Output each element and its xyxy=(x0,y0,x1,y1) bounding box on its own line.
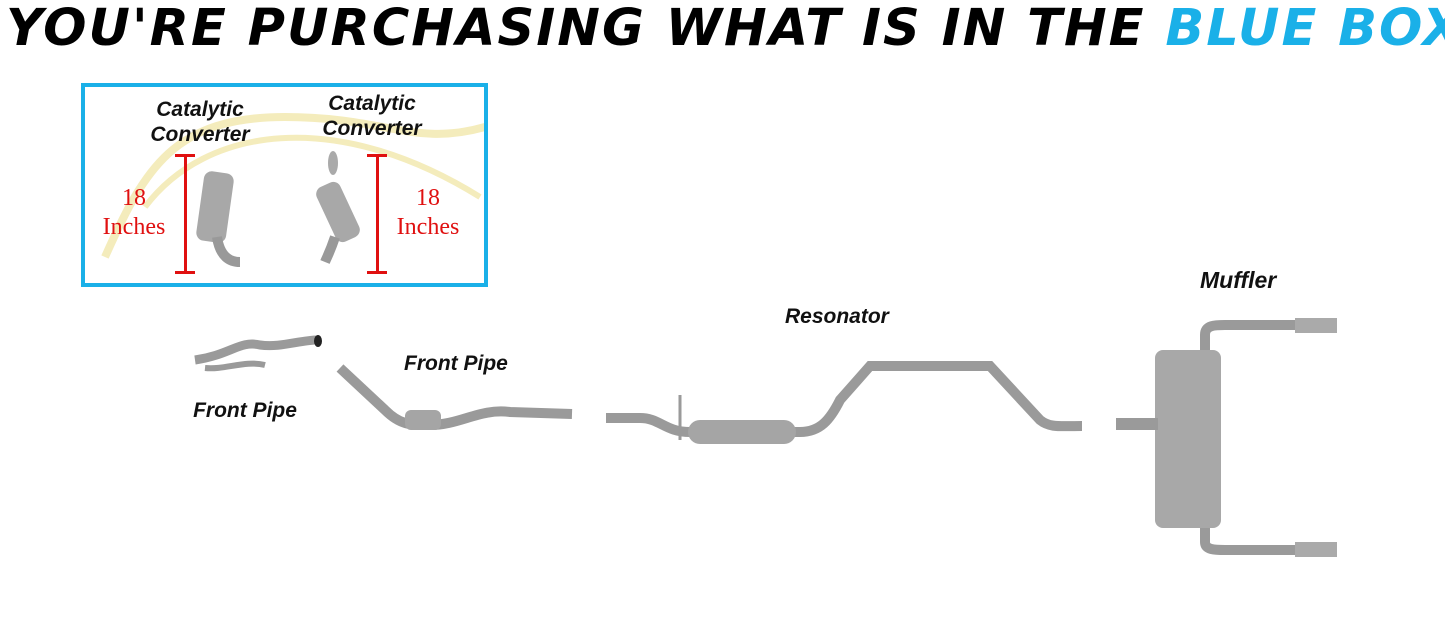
left-converter-label: Catalytic Converter xyxy=(150,98,250,146)
front-pipe-label: Front Pipe xyxy=(404,352,508,375)
catalytic-converters-art xyxy=(101,112,487,274)
muffler-label: Muffler xyxy=(1200,267,1277,293)
right-size-number: 18 xyxy=(416,185,440,211)
left-size-unit: Inches xyxy=(102,214,166,240)
purchase-highlight-box: Catalytic Converter Catalytic Converter … xyxy=(81,83,488,287)
resonator-icon xyxy=(606,361,1083,444)
right-size-unit: Inches xyxy=(396,214,460,240)
left-converter-icon xyxy=(196,171,241,267)
left-size-number: 18 xyxy=(122,185,146,211)
left-measure-bar xyxy=(175,154,195,274)
right-converter-label: Catalytic Converter xyxy=(322,92,422,140)
resonator-label: Resonator xyxy=(785,305,889,328)
right-measure-bar xyxy=(367,154,387,274)
right-converter-icon xyxy=(316,151,360,264)
front-pipe-left-icon xyxy=(194,335,322,372)
front-pipe-left-label: Front Pipe xyxy=(193,399,297,422)
page-title: YOU'RE PURCHASING WHAT IS IN THE BLUE BO… xyxy=(6,0,1445,57)
right-size-label: 18 Inches xyxy=(383,184,473,242)
title-main: YOU'RE PURCHASING WHAT IS IN THE xyxy=(6,0,1146,58)
muffler-icon xyxy=(1116,318,1337,557)
left-size-label: 18 Inches xyxy=(89,184,179,242)
front-pipe-icon xyxy=(336,364,573,431)
title-highlight: BLUE BOX xyxy=(1165,0,1445,58)
